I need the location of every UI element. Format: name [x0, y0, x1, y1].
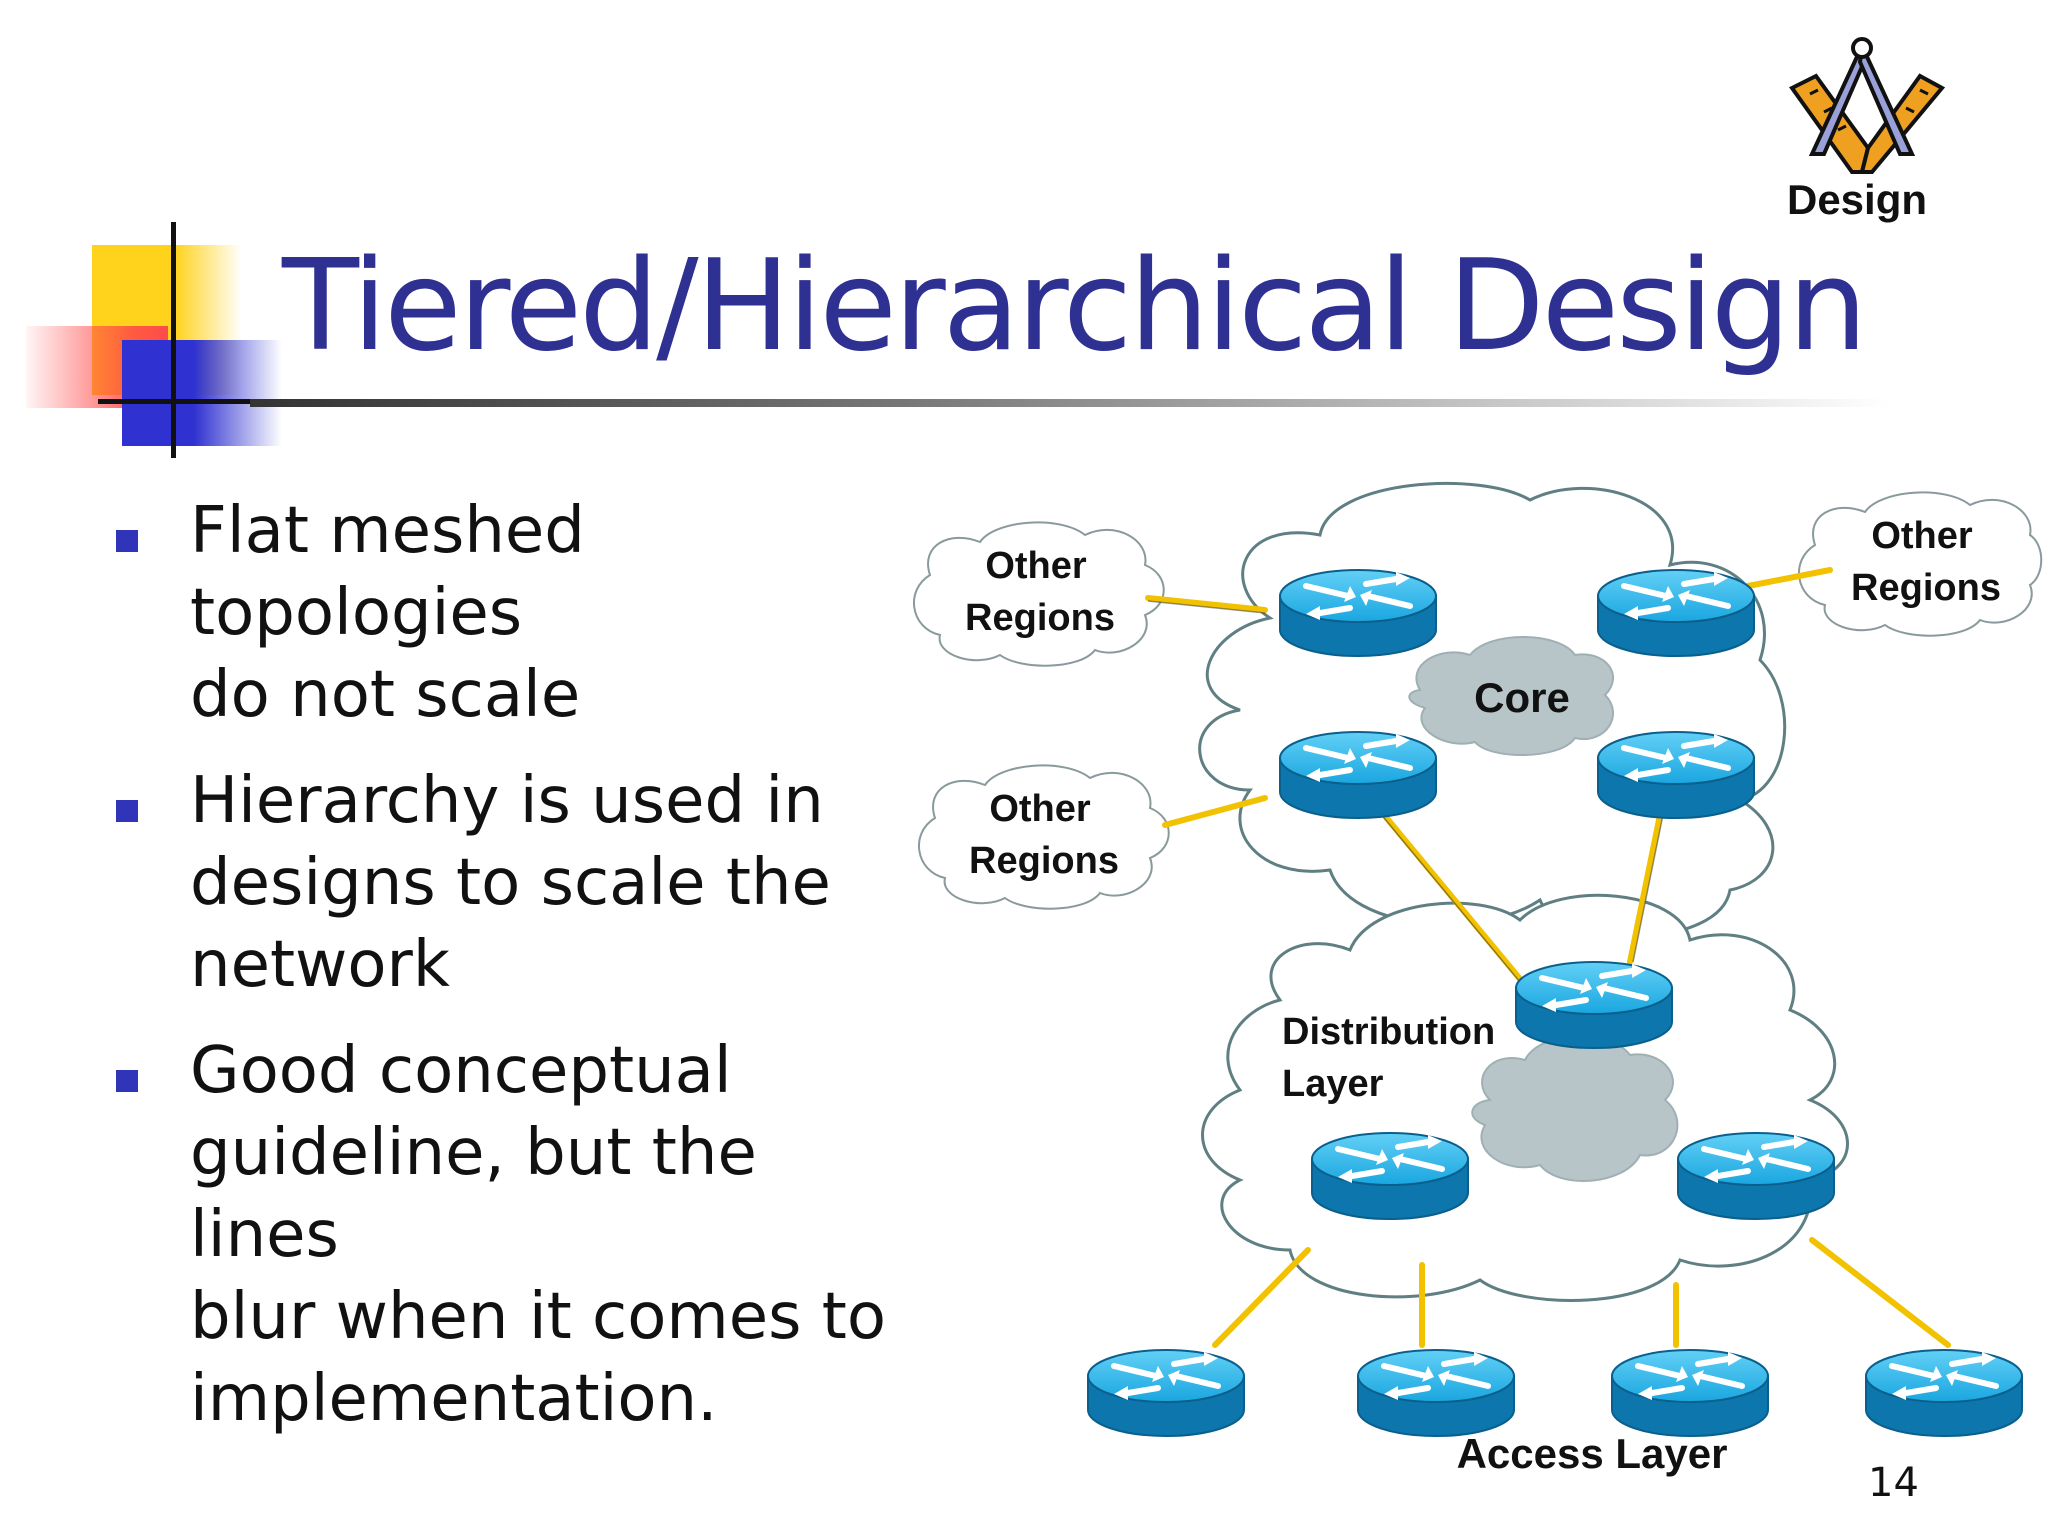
bullet-square-icon [116, 530, 138, 552]
other-regions-label: Regions [965, 597, 1115, 639]
logo-label: Design [1786, 176, 1928, 223]
router-icon [1280, 732, 1436, 818]
other-regions-label: Other [989, 788, 1091, 830]
core-label: Core [1474, 674, 1570, 721]
router-icon [1516, 962, 1672, 1048]
other-regions-cloud [1798, 491, 2043, 637]
router-icon [1280, 570, 1436, 656]
bullet-line: implementation. [190, 1362, 718, 1436]
bullet-square-icon [116, 1070, 138, 1092]
other-regions-label: Other [985, 545, 1087, 587]
other-regions-cloud [913, 521, 1165, 667]
page-number: 14 [1868, 1460, 1919, 1506]
bullet-item: Good conceptual guideline, but the lines… [110, 1030, 910, 1440]
distribution-inner-cloud [1471, 1035, 1679, 1182]
distribution-label: Layer [1282, 1063, 1384, 1105]
bullet-square-icon [116, 800, 138, 822]
network-links [1145, 567, 1951, 1348]
other-regions-label: Regions [1851, 567, 2001, 609]
decor-vertical-line [171, 222, 176, 458]
core-inner-cloud [1408, 636, 1615, 757]
bullet-line: blur when it comes to [190, 1280, 887, 1354]
bullet-line: Flat meshed topologies [190, 494, 585, 650]
router-icon [1598, 570, 1754, 656]
page-title: Tiered/Hierarchical Design [282, 232, 1868, 379]
title-underline [250, 399, 1890, 407]
bullet-line: do not scale [190, 658, 581, 732]
bullet-line: designs to scale the [190, 846, 831, 920]
bullet-list: Flat meshed topologies do not scale Hier… [110, 490, 910, 1464]
router-icon [1312, 1133, 1468, 1219]
other-regions-label: Other [1871, 515, 1973, 557]
other-regions-label: Regions [969, 840, 1119, 882]
router-icon [1612, 1350, 1768, 1436]
router-icon [1866, 1350, 2022, 1436]
bullet-line: guideline, but the lines [190, 1116, 757, 1272]
bullet-line: network [190, 928, 450, 1002]
compass-square-icon [1789, 37, 1946, 174]
distribution-label: Distribution [1282, 1011, 1495, 1053]
bullet-item: Hierarchy is used in designs to scale th… [110, 760, 910, 1006]
decor-horizontal-line [98, 399, 288, 404]
router-icon [1678, 1133, 1834, 1219]
decor-blue-square [122, 340, 282, 446]
bullet-line: Good conceptual [190, 1034, 732, 1108]
other-regions-cloud [918, 764, 1170, 910]
access-layer-label: Access Layer [1457, 1430, 1728, 1477]
router-icon [1598, 732, 1754, 818]
bullet-line: Hierarchy is used in [190, 764, 824, 838]
router-icon [1358, 1350, 1514, 1436]
bullet-item: Flat meshed topologies do not scale [110, 490, 910, 736]
router-icon [1088, 1350, 1244, 1436]
